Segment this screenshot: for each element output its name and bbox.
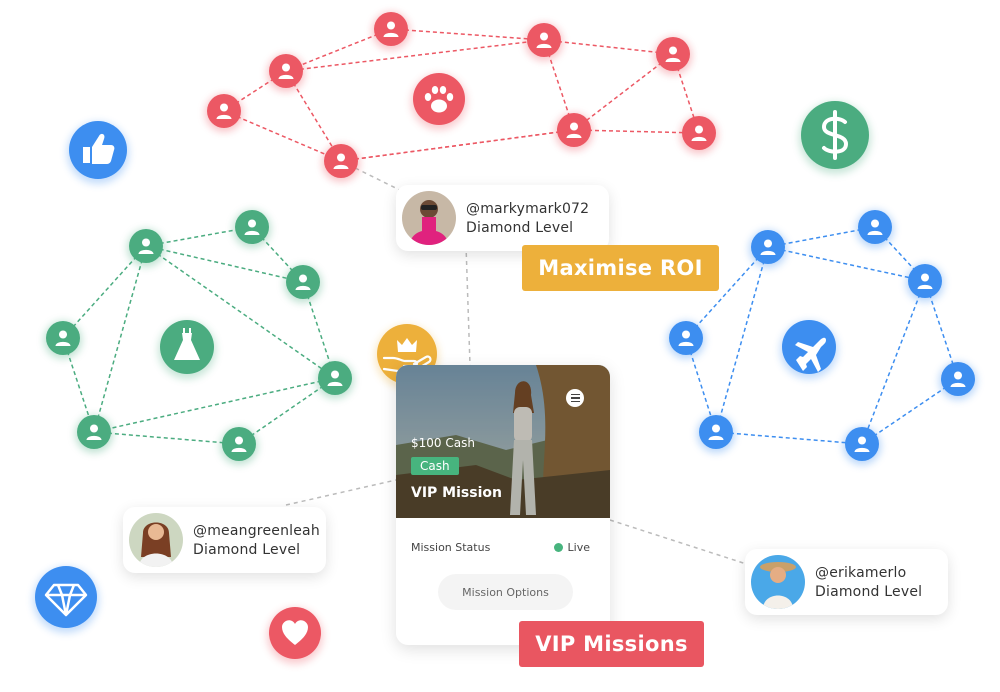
avatar — [751, 555, 805, 609]
green-network-edge — [93, 377, 336, 433]
green-network-edge — [145, 245, 336, 379]
red-network-edge — [285, 28, 392, 72]
blue-user-node-icon — [906, 264, 944, 302]
blue-user-node-icon — [749, 230, 787, 268]
red-network-edge — [390, 28, 545, 41]
mission-photo: $100 Cash Cash VIP Mission — [396, 365, 610, 518]
red-user-node-icon — [267, 54, 305, 92]
red-user-node-icon — [680, 116, 718, 154]
live-status: Live — [553, 541, 590, 554]
red-user-node-icon — [205, 94, 243, 132]
user-level: Diamond Level — [466, 219, 574, 236]
avatar — [402, 191, 456, 245]
mission-options-button[interactable]: Mission Options — [438, 574, 573, 610]
green-user-node-icon — [220, 427, 258, 465]
red-network-edge — [223, 70, 287, 112]
red-user-node-icon — [372, 12, 410, 50]
mission-title: VIP Mission — [411, 485, 502, 501]
blue-network-edge — [861, 378, 959, 445]
red-user-node-icon — [322, 144, 360, 182]
mission-status-row: Mission Status Live — [411, 541, 590, 554]
airplane-icon — [780, 320, 838, 379]
red-user-node-icon — [654, 37, 692, 75]
red-network-edge — [285, 39, 545, 72]
avatar — [129, 513, 183, 567]
user-card-erikamerlo[interactable]: @erikamerlo Diamond Level — [745, 549, 948, 615]
blue-network-edge — [715, 431, 863, 445]
connector-line — [609, 519, 766, 571]
red-network-edge — [543, 39, 674, 55]
dress-icon — [158, 320, 216, 379]
green-user-node-icon — [284, 265, 322, 303]
red-user-node-icon — [525, 23, 563, 61]
connector-line — [285, 479, 397, 506]
blue-user-node-icon — [667, 321, 705, 359]
maximise-roi-tag: Maximise ROI — [522, 245, 719, 291]
user-level: Diamond Level — [193, 541, 301, 558]
user-card-markymark[interactable]: @markymark072 Diamond Level — [396, 185, 609, 251]
green-user-node-icon — [75, 415, 113, 453]
diamond-icon — [33, 566, 99, 633]
user-card-meangreenleah[interactable]: @meangreenleah Diamond Level — [123, 507, 326, 573]
green-user-node-icon — [44, 321, 82, 359]
live-dot-icon — [553, 543, 563, 552]
green-user-node-icon — [316, 361, 354, 399]
green-network-edge — [145, 245, 304, 283]
user-handle: @meangreenleah — [193, 522, 320, 539]
mission-amount: $100 Cash — [411, 436, 475, 450]
blue-network-edge — [874, 226, 926, 282]
menu-icon[interactable] — [566, 389, 584, 407]
red-network-edge — [340, 129, 575, 162]
red-user-node-icon — [555, 113, 593, 151]
mission-status-label: Mission Status — [411, 541, 491, 554]
green-network-edge — [238, 377, 336, 445]
blue-user-node-icon — [856, 210, 894, 248]
blue-user-node-icon — [939, 362, 977, 400]
green-network-edge — [93, 431, 240, 445]
mission-card[interactable]: $100 Cash Cash VIP Mission Mission Statu… — [396, 365, 610, 645]
green-network-edge — [251, 226, 304, 283]
cash-badge: Cash — [411, 457, 459, 475]
red-network-edge — [223, 110, 342, 162]
connector-line — [465, 244, 471, 366]
thumbs-up-icon — [67, 121, 129, 184]
user-handle: @erikamerlo — [815, 564, 907, 581]
user-level: Diamond Level — [815, 583, 923, 600]
paw-icon — [411, 73, 467, 130]
heart-icon — [267, 607, 323, 664]
live-status-text: Live — [567, 541, 590, 554]
dollar-icon — [799, 101, 871, 174]
blue-network-edge — [767, 246, 926, 282]
green-user-node-icon — [127, 229, 165, 267]
user-handle: @markymark072 — [466, 200, 590, 217]
green-user-node-icon — [233, 210, 271, 248]
blue-network-edge — [861, 280, 926, 445]
vip-missions-tag: VIP Missions — [519, 621, 704, 667]
blue-user-node-icon — [697, 415, 735, 453]
blue-user-node-icon — [843, 427, 881, 465]
